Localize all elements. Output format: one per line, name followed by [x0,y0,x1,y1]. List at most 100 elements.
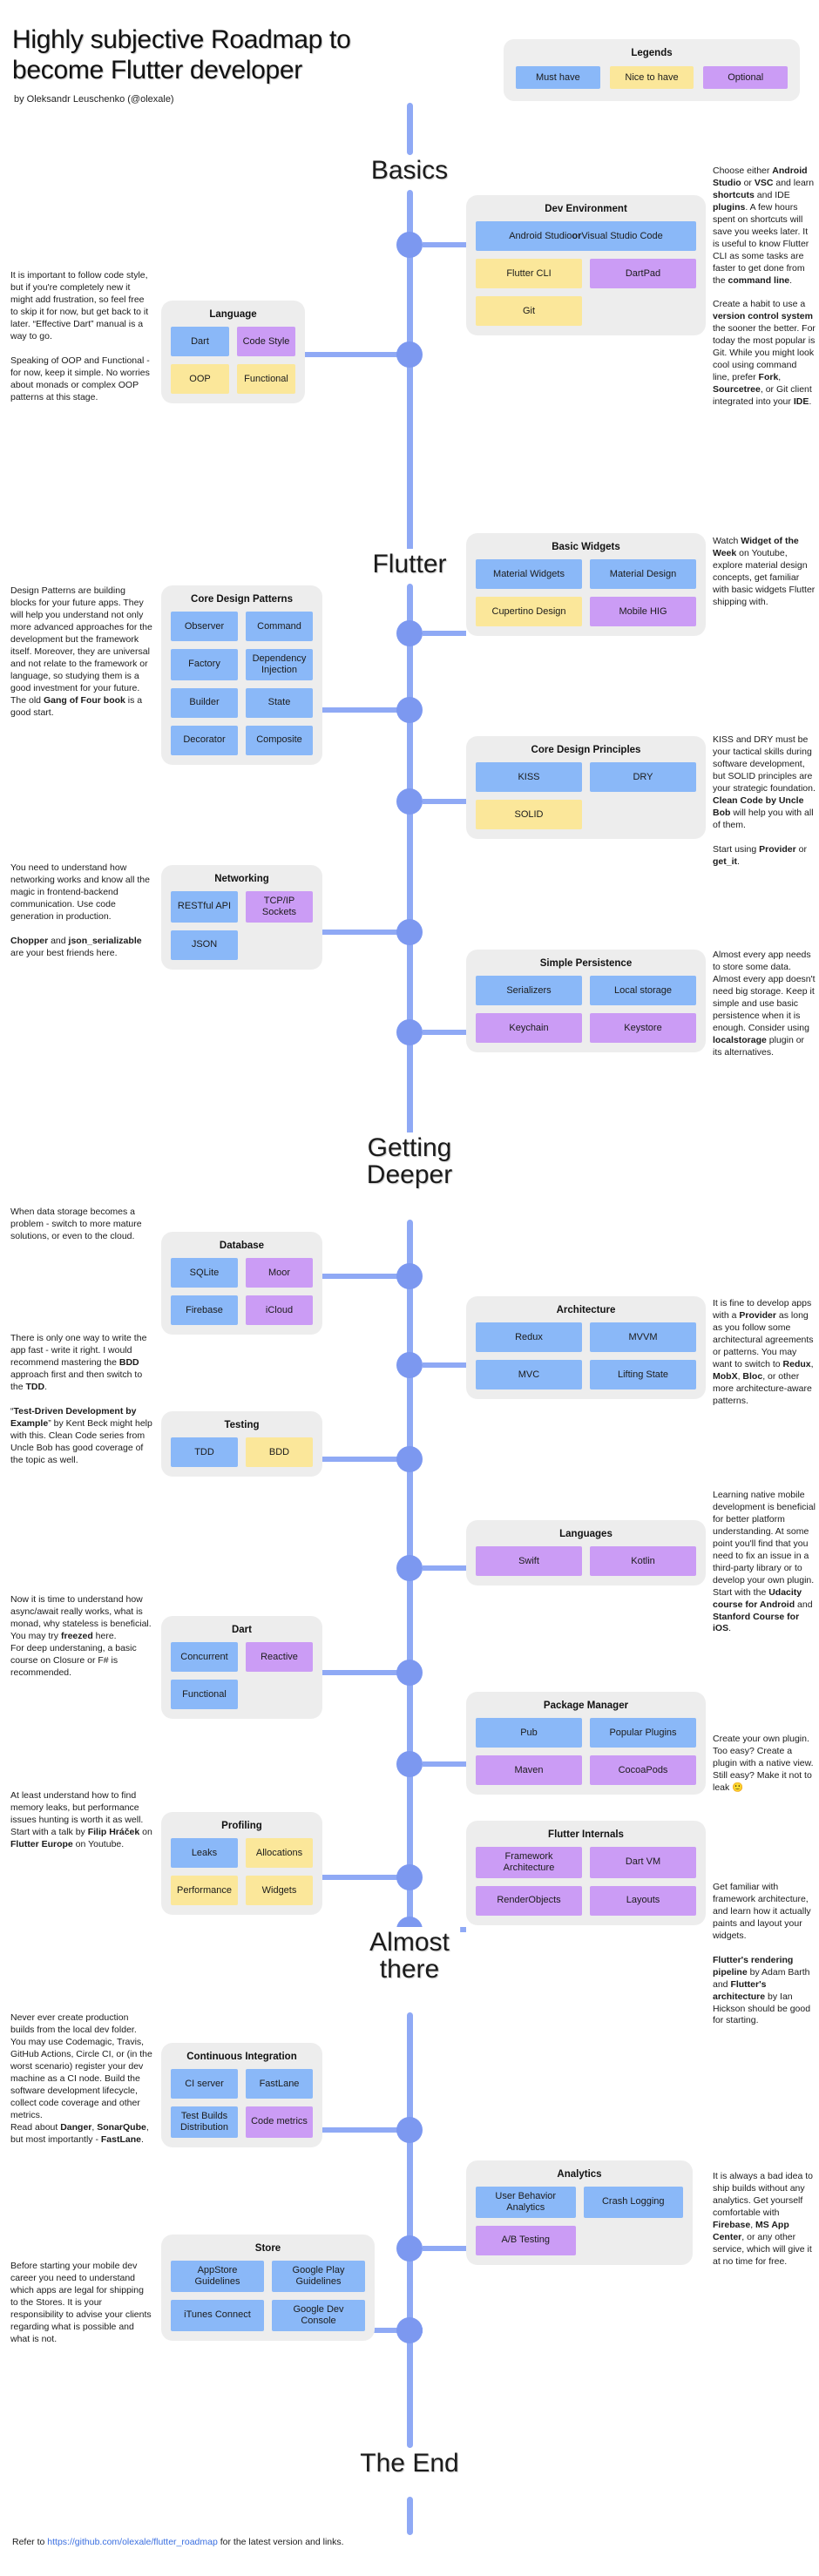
item-observer[interactable]: Observer [171,612,238,641]
item-dartpad[interactable]: DartPad [590,259,696,288]
item-allocations[interactable]: Allocations [246,1838,313,1868]
timeline-node-architecture[interactable] [396,1352,423,1378]
item-performance[interactable]: Performance [171,1876,238,1905]
item-mvvm[interactable]: MVVM [590,1322,696,1352]
item-popular-plugins[interactable]: Popular Plugins [590,1718,696,1748]
item-code-style[interactable]: Code Style [237,327,295,356]
item-restful-api[interactable]: RESTful API [171,891,238,923]
item-kotlin[interactable]: Kotlin [590,1546,696,1576]
item-dart[interactable]: Dart [171,327,229,356]
item-mvc[interactable]: MVC [476,1360,582,1389]
item-user-behavior-analytics[interactable]: User Behavior Analytics [476,2187,576,2218]
timeline-node-store[interactable] [396,2317,423,2343]
note-dev-environment: Choose either Android Studio or VSC and … [713,166,816,408]
item-keystore[interactable]: Keystore [590,1013,696,1043]
item-keychain[interactable]: Keychain [476,1013,582,1043]
item-functional[interactable]: Functional [237,364,295,394]
timeline-node-dart[interactable] [396,1660,423,1686]
timeline-spine-2 [406,190,413,551]
timeline-node-profiling[interactable] [396,1864,423,1890]
item-builder[interactable]: Builder [171,687,238,718]
item-cupertino-design[interactable]: Cupertino Design [476,597,582,626]
item-dart-functional[interactable]: Functional [171,1680,238,1709]
item-factory[interactable]: Factory [171,649,238,680]
timeline-node-core-design-principles[interactable] [396,788,423,815]
note-basic-widgets: Watch Widget of the Week on Youtube, exp… [713,536,816,607]
item-dry[interactable]: DRY [590,762,696,792]
item-solid[interactable]: SOLID [476,800,582,829]
item-command[interactable]: Command [246,612,313,641]
item-widgets[interactable]: Widgets [246,1876,313,1905]
item-firebase[interactable]: Firebase [171,1295,238,1325]
item-oop[interactable]: OOP [171,364,229,394]
timeline-node-database[interactable] [396,1263,423,1289]
item-layouts[interactable]: Layouts [590,1885,696,1916]
item-dart-vm[interactable]: Dart VM [590,1847,696,1878]
timeline-node-dev-environment[interactable] [396,232,423,258]
timeline-node-basic-widgets[interactable] [396,620,423,646]
item-fastlane[interactable]: FastLane [246,2069,313,2099]
item-android-studio-or-vscode[interactable]: Android Studio or Visual Studio Code [476,221,696,251]
item-mobile-hig[interactable]: Mobile HIG [590,597,696,626]
card-items-core-design-principles: KISS DRY SOLID [476,762,696,829]
item-kiss[interactable]: KISS [476,762,582,792]
item-material-design[interactable]: Material Design [590,559,696,589]
item-sqlite[interactable]: SQLite [171,1258,238,1288]
timeline-node-language[interactable] [396,341,423,368]
item-lifting-state[interactable]: Lifting State [590,1360,696,1389]
timeline-node-analytics[interactable] [396,2235,423,2262]
item-ab-testing[interactable]: A/B Testing [476,2225,576,2255]
item-local-storage[interactable]: Local storage [590,976,696,1005]
timeline-node-testing[interactable] [396,1446,423,1472]
item-tdd[interactable]: TDD [171,1437,238,1467]
item-moor[interactable]: Moor [246,1258,313,1288]
item-dependency-injection[interactable]: Dependency Injection [246,649,313,680]
item-google-dev-console[interactable]: Google Dev Console [272,2299,365,2331]
card-dev-environment: Dev Environment Android Studio or Visual… [466,195,706,335]
item-renderobjects[interactable]: RenderObjects [476,1885,582,1916]
item-git[interactable]: Git [476,296,582,326]
item-icloud[interactable]: iCloud [246,1295,313,1325]
item-bdd[interactable]: BDD [246,1437,313,1467]
timeline-node-core-design-patterns[interactable] [396,697,423,723]
item-cocoapods[interactable]: CocoaPods [590,1755,696,1785]
item-ci-server[interactable]: CI server [171,2069,238,2099]
timeline-node-languages[interactable] [396,1555,423,1581]
card-items-flutter-internals: Framework Architecture Dart VM RenderObj… [476,1847,696,1916]
item-tcp-ip-sockets[interactable]: TCP/IP Sockets [246,891,313,923]
note-core-design-principles: KISS and DRY must be your tactical skill… [713,734,816,867]
item-composite[interactable]: Composite [246,725,313,755]
item-redux[interactable]: Redux [476,1322,582,1352]
item-maven[interactable]: Maven [476,1755,582,1785]
timeline-node-simple-persistence[interactable] [396,1019,423,1045]
item-pub[interactable]: Pub [476,1718,582,1748]
item-google-play-guidelines[interactable]: Google Play Guidelines [272,2261,365,2292]
timeline-node-continuous-integration[interactable] [396,2117,423,2143]
timeline-node-networking[interactable] [396,919,423,945]
card-items-database: SQLite Moor Firebase iCloud [171,1258,313,1325]
item-appstore-guidelines[interactable]: AppStore Guidelines [171,2261,264,2292]
item-leaks[interactable]: Leaks [171,1838,238,1868]
card-title-analytics: Analytics [557,2169,602,2180]
card-items-store: AppStore Guidelines Google Play Guidelin… [171,2261,365,2331]
timeline-node-package-manager[interactable] [396,1751,423,1777]
item-swift[interactable]: Swift [476,1546,582,1576]
footer-link[interactable]: https://github.com/olexale/flutter_roadm… [47,2537,218,2547]
note-architecture: It is fine to develop apps with a Provid… [713,1298,814,1406]
card-database: Database SQLite Moor Firebase iCloud [161,1232,322,1335]
item-code-metrics[interactable]: Code metrics [246,2106,313,2138]
item-serializers[interactable]: Serializers [476,976,582,1005]
item-material-widgets[interactable]: Material Widgets [476,559,582,589]
item-json[interactable]: JSON [171,930,238,960]
item-test-builds-distribution[interactable]: Test Builds Distribution [171,2106,238,2138]
item-concurrent[interactable]: Concurrent [171,1642,238,1672]
item-reactive[interactable]: Reactive [246,1642,313,1672]
item-state[interactable]: State [246,687,313,718]
item-itunes-connect[interactable]: iTunes Connect [171,2299,264,2331]
item-framework-architecture[interactable]: Framework Architecture [476,1847,582,1878]
item-decorator[interactable]: Decorator [171,725,238,755]
item-crash-logging[interactable]: Crash Logging [583,2187,683,2218]
item-flutter-cli[interactable]: Flutter CLI [476,259,582,288]
card-items-languages: Swift Kotlin [476,1546,696,1576]
